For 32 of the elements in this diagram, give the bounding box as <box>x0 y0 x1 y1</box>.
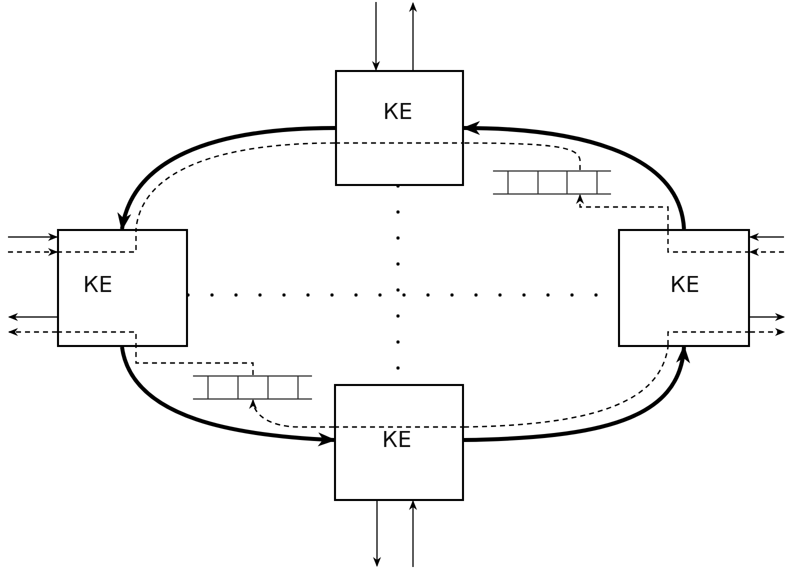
dashed-line <box>135 347 254 375</box>
arrow <box>8 233 58 241</box>
dashed-line <box>464 142 581 170</box>
arrow <box>750 313 785 321</box>
arrow <box>409 2 417 70</box>
dashed-arrow <box>8 328 57 336</box>
thick-arrow <box>462 121 686 230</box>
switching-element-box <box>618 229 750 347</box>
dashed-line <box>464 346 669 428</box>
switching-element-box <box>334 384 464 501</box>
arrow <box>372 2 380 71</box>
dashed-arrow <box>750 328 785 336</box>
arrow <box>409 500 417 567</box>
switching-element-box <box>335 70 464 186</box>
thick-arrow <box>464 345 689 442</box>
buffer-queue-icon <box>193 375 312 400</box>
node-label: КЕ <box>382 430 412 452</box>
switching-element-box <box>57 229 188 347</box>
dashed-arrow <box>250 399 334 428</box>
buffer-queue-icon <box>493 170 611 195</box>
arrow <box>749 233 784 241</box>
thick-arrow <box>120 346 336 446</box>
node-label: КЕ <box>83 275 113 297</box>
thick-arrow <box>118 126 336 231</box>
dashed-line <box>135 142 336 230</box>
dashed-arrow <box>576 194 669 229</box>
node-label: КЕ <box>383 102 413 124</box>
node-label: КЕ <box>670 275 700 297</box>
dashed-arrow <box>749 248 784 256</box>
dashed-arrow <box>8 248 58 256</box>
arrow <box>373 501 381 567</box>
arrow <box>8 313 57 321</box>
